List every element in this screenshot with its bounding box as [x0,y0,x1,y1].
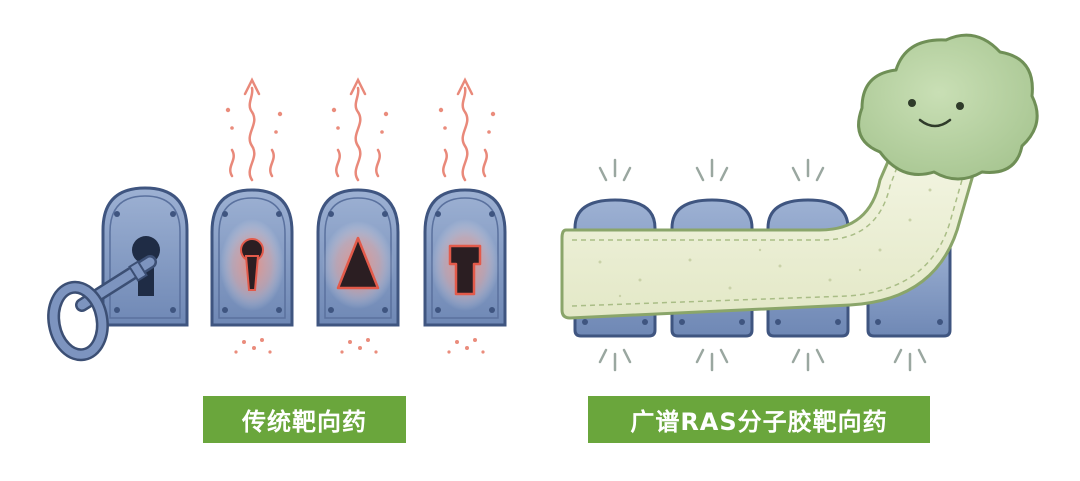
keyhole-icon [240,238,264,291]
cloud-face-icon [857,33,1039,181]
square-slot-icon [448,244,482,296]
emission-arrows [229,77,488,182]
traditional-drug-label: 传统靶向药 [203,396,406,443]
glowing-triangle-plate [316,188,400,327]
cloud-left-eye [908,99,916,107]
emission-dots [225,107,496,354]
glowing-keyhole-plate [210,188,294,327]
cloud-right-eye [956,102,964,110]
keyed-lock-plate [101,186,189,327]
broad-ras-glue-label: 广谱RAS分子胶靶向药 [588,396,930,443]
key-icon [47,255,157,362]
cloud-smile [918,118,952,128]
glue-band-icon [560,148,977,320]
glowing-square-plate [423,188,507,327]
triangle-slot-icon [336,236,380,290]
sparkle-marks [598,158,927,372]
